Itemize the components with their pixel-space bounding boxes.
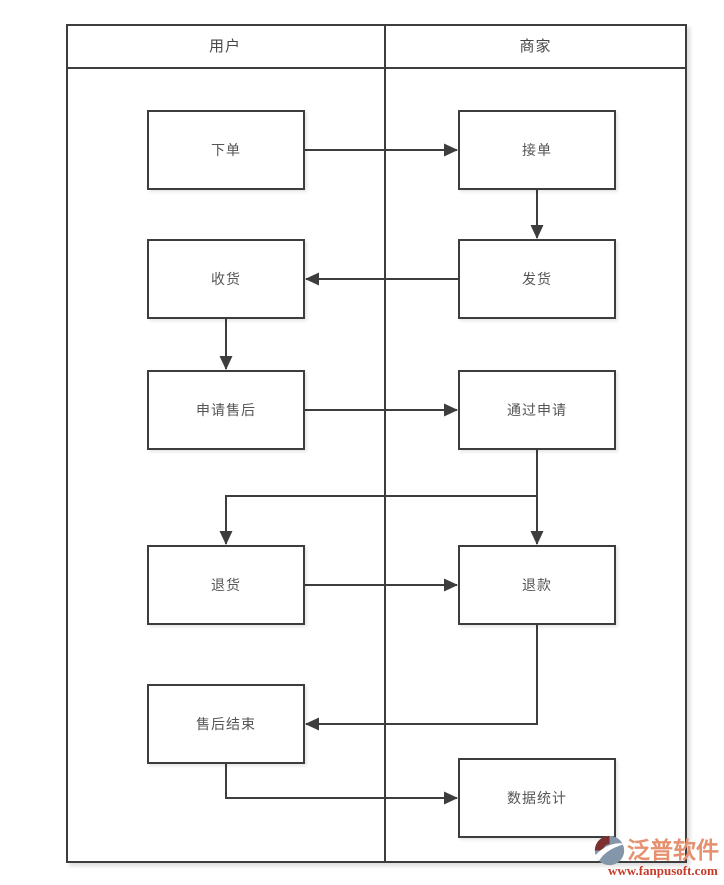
node-aftersales-end-label: 售后结束 — [196, 716, 256, 732]
node-ship-goods: 发货 — [458, 239, 616, 319]
fanpu-logo-icon — [594, 835, 626, 866]
lane-divider — [384, 24, 386, 863]
lane-header-row: 用户 商家 — [66, 24, 687, 69]
node-accept-order: 接单 — [458, 110, 616, 190]
watermark-brand: 泛普软件 — [627, 836, 719, 863]
node-apply-aftersales-label: 申请售后 — [196, 402, 256, 418]
node-ship-goods-label: 发货 — [522, 271, 552, 287]
watermark-row: 泛普软件 — [593, 834, 719, 867]
node-refund-label: 退款 — [522, 577, 552, 593]
node-refund: 退款 — [458, 545, 616, 625]
node-data-statistics-label: 数据统计 — [507, 790, 567, 806]
watermark-url: www.fanpusoft.com — [608, 863, 718, 878]
node-apply-aftersales: 申请售后 — [147, 370, 305, 450]
node-place-order: 下单 — [147, 110, 305, 190]
node-approve-request-label: 通过申请 — [507, 402, 567, 418]
node-receive-goods: 收货 — [147, 239, 305, 319]
node-receive-goods-label: 收货 — [211, 271, 241, 287]
swimlane-frame — [66, 24, 687, 863]
lane-header-merchant-label: 商家 — [519, 38, 552, 55]
lane-header-merchant: 商家 — [384, 24, 687, 67]
node-aftersales-end: 售后结束 — [147, 684, 305, 764]
node-approve-request: 通过申请 — [458, 370, 616, 450]
node-accept-order-label: 接单 — [522, 142, 552, 158]
node-return-goods: 退货 — [147, 545, 305, 625]
lane-header-user-label: 用户 — [208, 38, 241, 55]
node-place-order-label: 下单 — [211, 142, 241, 158]
lane-header-user: 用户 — [66, 24, 384, 67]
watermark: 泛普软件 www.fanpusoft.com — [593, 834, 719, 879]
node-data-statistics: 数据统计 — [458, 758, 616, 838]
node-return-goods-label: 退货 — [211, 577, 241, 593]
